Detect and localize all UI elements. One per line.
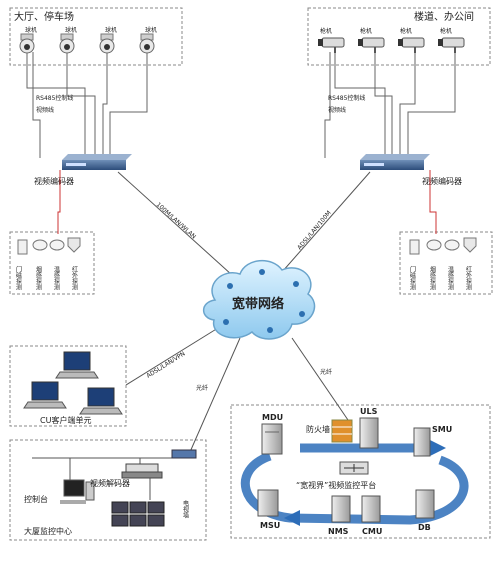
center-region-box <box>9 439 207 541</box>
broadband-cloud <box>202 260 316 340</box>
platform-region-box <box>230 404 491 539</box>
network-switch <box>171 449 197 459</box>
sensor-label-smoke: 烟感探测 <box>35 265 42 291</box>
nms-server <box>331 495 351 523</box>
video-decoder-device <box>121 463 163 479</box>
dome-camera <box>139 33 155 54</box>
gun-camera <box>318 37 345 53</box>
dome-camera <box>19 33 35 54</box>
tv-wall <box>111 501 165 527</box>
left-alarm-cable <box>57 170 61 234</box>
cmu-label: CMU <box>362 527 382 536</box>
right-video-line-label: 视频线 <box>328 106 346 114</box>
link-label-client: ADSL/LAN/VPN <box>145 350 186 379</box>
uls-label: ULS <box>360 407 378 416</box>
sensor-label-temp: 温感探测 <box>53 265 60 291</box>
msu-server <box>257 489 279 517</box>
left-sensor-region-box <box>9 231 95 295</box>
corridor-region-title: 楼道、办公间 <box>414 10 474 23</box>
client-laptops <box>23 351 123 415</box>
right-sensors <box>409 237 477 255</box>
sensor-label-smoke: 烟感探测 <box>429 265 436 291</box>
msu-label: MSU <box>260 521 280 530</box>
tv-wall-label: 电视墙 <box>182 499 189 519</box>
dome-camera-label: 球机 <box>25 26 37 34</box>
mdu-label: MDU <box>262 413 283 422</box>
left-encoder-label: 视频编码器 <box>34 176 74 186</box>
dome-camera-label: 球机 <box>65 26 77 34</box>
gun-camera-label: 枪机 <box>440 27 452 35</box>
firewall <box>331 419 353 443</box>
corridor-region-box <box>307 7 491 66</box>
sensor-label-door: 门磁探测 <box>409 265 416 291</box>
sensor-label-ir: 红外探测 <box>465 265 472 291</box>
client-region-box <box>9 345 127 427</box>
nms-label: NMS <box>328 527 349 536</box>
mdu-server <box>261 423 283 455</box>
console-label: 控制台 <box>24 494 48 504</box>
hall-region-title: 大厅、停车场 <box>14 10 74 23</box>
client-unit-label: CU客户端单元 <box>40 415 91 425</box>
gun-camera-label: 枪机 <box>360 27 372 35</box>
sensor-label-temp: 温感探测 <box>447 265 454 291</box>
console-workstation <box>60 479 95 504</box>
left-sensors <box>17 237 81 255</box>
gun-camera <box>398 37 425 53</box>
dome-camera-label: 球机 <box>145 26 157 34</box>
db-label: DB <box>418 523 431 532</box>
smu-server <box>413 427 431 457</box>
sensor-label-ir: 红外探测 <box>71 265 78 291</box>
link-label-center-fiber: 光纤 <box>196 384 208 392</box>
cmu-server <box>361 495 381 523</box>
gun-camera-label: 枪机 <box>320 27 332 35</box>
right-camera-cables <box>324 52 456 158</box>
gun-camera <box>438 37 465 53</box>
hall-region-box <box>9 7 183 66</box>
right-sensor-region-box <box>399 231 493 295</box>
uls-server <box>359 417 379 449</box>
network-links <box>117 171 371 453</box>
right-video-encoder <box>360 154 430 170</box>
firewall-label: 防火墙 <box>306 424 330 434</box>
gun-camera <box>358 37 385 53</box>
dome-camera-label: 球机 <box>105 26 117 34</box>
center-region-title: 大厦监控中心 <box>24 526 72 536</box>
decoder-label: 视频解码器 <box>90 478 130 488</box>
link-label-platform-fiber: 光纤 <box>320 368 332 376</box>
link-label-right-top: ADSL/LAN/100M <box>296 210 333 252</box>
network-label: 宽带网络 <box>231 296 284 312</box>
left-video-encoder <box>62 154 132 170</box>
dome-camera <box>59 33 75 54</box>
core-switch <box>339 461 369 475</box>
dome-camera <box>99 33 115 54</box>
platform-label: “宽视界”视频监控平台 <box>296 480 376 490</box>
db-server <box>415 489 435 519</box>
right-sensor-labels: 门磁探测 烟感探测 温感探测 红外探测 <box>409 265 472 291</box>
left-rs485-label: RS485控制线 <box>36 94 73 102</box>
smu-label: SMU <box>432 425 452 434</box>
left-camera-cables <box>26 52 148 158</box>
right-encoder-label: 视频编码器 <box>422 176 462 186</box>
right-rs485-label: RS485控制线 <box>328 94 365 102</box>
left-sensor-labels: 门磁探测 烟感探测 温感探测 红外探测 <box>15 265 78 291</box>
left-video-line-label: 视频线 <box>36 106 54 114</box>
right-alarm-cable <box>429 170 437 234</box>
sensor-label-door: 门磁探测 <box>15 265 22 291</box>
link-label-left-top: 100M/LAN/WLAN <box>155 201 197 240</box>
gun-camera-label: 枪机 <box>400 27 412 35</box>
